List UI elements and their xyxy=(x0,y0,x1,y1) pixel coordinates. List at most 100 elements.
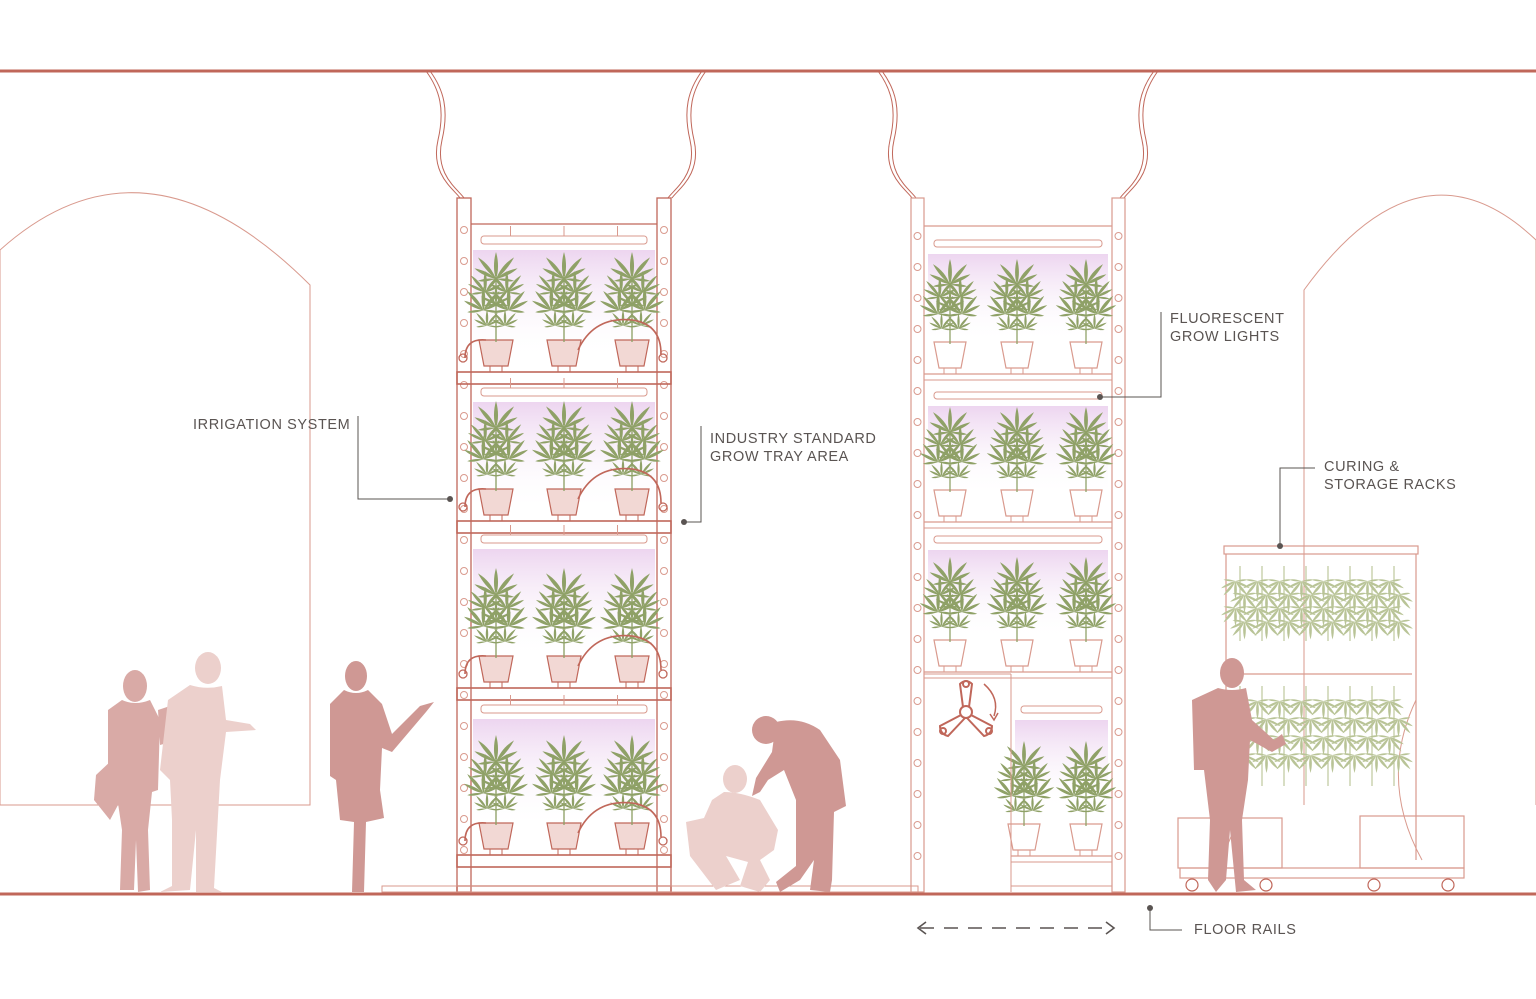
plant-pot xyxy=(478,822,514,850)
plant-pot xyxy=(1007,823,1041,851)
hanging-leaf xyxy=(1296,619,1325,640)
pot-foot xyxy=(1079,515,1093,523)
callout-fluorescent xyxy=(1100,312,1162,398)
post-hole xyxy=(460,443,468,451)
post-hole xyxy=(1114,232,1123,240)
post-hole xyxy=(460,381,468,389)
pot-foot xyxy=(489,365,503,373)
hanging-leaf xyxy=(1353,735,1382,755)
plant-pot xyxy=(478,339,514,367)
hanging-leaf xyxy=(1287,735,1316,755)
label-grow-tray-area: INDUSTRY STANDARD GROW TRAY AREA xyxy=(710,430,877,466)
post-hole xyxy=(1114,294,1123,302)
hanging-plant xyxy=(1243,566,1281,641)
post-hole xyxy=(660,257,668,265)
pot-foot xyxy=(625,848,639,856)
hanging-leaf xyxy=(1252,619,1281,640)
post-hole xyxy=(460,319,468,327)
hanging-leaf xyxy=(1375,699,1404,719)
hanging-plant xyxy=(1375,566,1413,641)
post-hole xyxy=(913,759,922,767)
post-hole xyxy=(913,356,922,364)
hanging-plant xyxy=(1353,566,1391,641)
plant-pot xyxy=(1000,489,1034,517)
post-hole xyxy=(913,263,922,271)
post-hole xyxy=(913,480,922,488)
cannabis-plant xyxy=(463,401,529,491)
pot-foot xyxy=(557,514,571,522)
hanging-leaf xyxy=(1362,619,1391,640)
label-fluorescent-line2: GROW LIGHTS xyxy=(1170,329,1280,345)
rack-post-left xyxy=(910,197,925,893)
curing-frame-curve xyxy=(1397,699,1423,861)
post-hole xyxy=(460,629,468,637)
post-hole xyxy=(660,598,668,606)
callout-lines xyxy=(357,312,1315,931)
post-hole xyxy=(913,635,922,643)
cannabis-plant xyxy=(531,568,597,658)
pot-foot xyxy=(625,514,639,522)
plant-pot xyxy=(546,339,582,367)
hanging-leaf xyxy=(1274,753,1303,773)
post-hole xyxy=(1114,356,1123,364)
post-hole xyxy=(913,790,922,798)
pot-foot xyxy=(1010,515,1024,523)
post-hole xyxy=(460,598,468,606)
irrigation-valve xyxy=(458,502,468,512)
post-hole xyxy=(460,536,468,544)
post-hole xyxy=(660,846,668,854)
plant-pot xyxy=(614,822,650,850)
plant-pot xyxy=(614,339,650,367)
irrigation-valve xyxy=(458,669,468,679)
pot-foot xyxy=(1079,665,1093,673)
post-hole xyxy=(1114,449,1123,457)
post-hole xyxy=(660,629,668,637)
hanging-leaf xyxy=(1318,717,1347,737)
pot-foot xyxy=(943,367,957,375)
hanging-leaf xyxy=(1362,753,1391,773)
post-hole xyxy=(460,722,468,730)
pot-foot xyxy=(1079,849,1093,857)
plant-pot xyxy=(546,488,582,516)
hanging-leaf xyxy=(1353,699,1382,719)
post-hole xyxy=(913,387,922,395)
post-hole xyxy=(1114,263,1123,271)
rack-post-right xyxy=(1111,197,1126,893)
irrigation-pipe xyxy=(577,318,662,355)
post-hole xyxy=(660,691,668,699)
irrigation-pipe xyxy=(577,467,662,504)
person-man-tablet xyxy=(160,652,256,892)
post-hole xyxy=(1114,542,1123,550)
plant-pot xyxy=(478,655,514,683)
pot-foot xyxy=(943,665,957,673)
callout-floor-rails xyxy=(1149,908,1182,931)
post-hole xyxy=(1114,790,1123,798)
plant-pot xyxy=(1069,489,1103,517)
hanging-leaf xyxy=(1318,753,1347,773)
cannabis-plant xyxy=(599,735,665,825)
arch-window-left xyxy=(0,192,311,806)
arch-window-right xyxy=(1303,194,1536,805)
cannabis-plant xyxy=(919,407,981,492)
cart-wheel xyxy=(1185,878,1199,892)
post-hole xyxy=(1114,697,1123,705)
label-fluorescent-grow-lights: FLUORESCENT GROW LIGHTS xyxy=(1170,310,1285,346)
plant-pot xyxy=(614,488,650,516)
hanging-leaf xyxy=(1287,699,1316,719)
plant-pot xyxy=(933,489,967,517)
fluorescent-light-bar xyxy=(933,391,1103,400)
post-hole xyxy=(1114,635,1123,643)
label-grow-tray-line2: GROW TRAY AREA xyxy=(710,449,849,465)
post-hole xyxy=(460,815,468,823)
post-hole xyxy=(660,784,668,792)
pot-foot xyxy=(1010,367,1024,375)
cannabis-plant xyxy=(1055,557,1117,642)
pot-foot xyxy=(489,848,503,856)
irrigation-valve xyxy=(658,502,668,512)
label-irrigation-line: IRRIGATION SYSTEM xyxy=(193,417,351,433)
cannabis-plant xyxy=(463,568,529,658)
pot-foot xyxy=(1079,367,1093,375)
post-hole xyxy=(460,691,468,699)
post-hole xyxy=(460,505,468,513)
cannabis-plant xyxy=(986,557,1048,642)
